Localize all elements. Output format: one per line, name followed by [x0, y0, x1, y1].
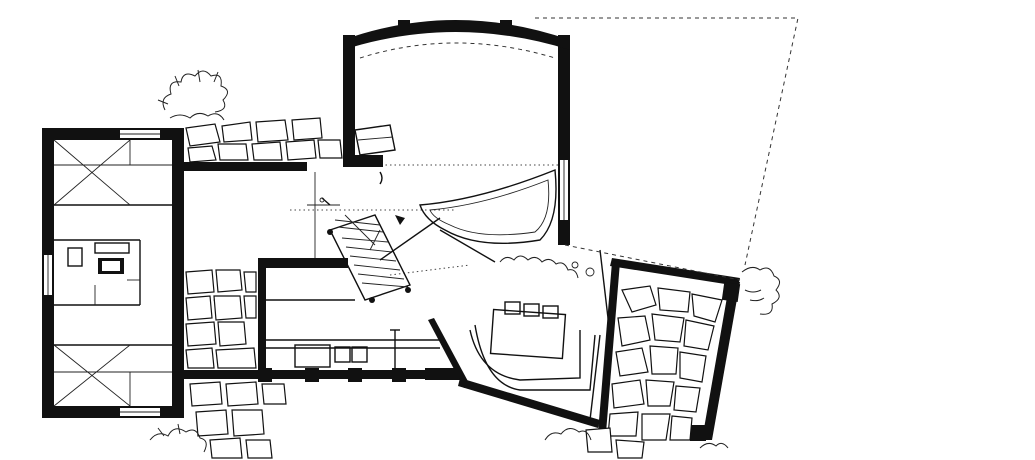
site-boundary	[200, 17, 799, 301]
entry-marker	[319, 171, 383, 203]
foliage-top-left	[157, 69, 228, 121]
stone-wall-top	[185, 117, 343, 163]
planting-strip	[499, 255, 595, 279]
foliage-right	[741, 266, 780, 315]
diagonal-wing	[428, 249, 611, 428]
stone-path-bottom	[189, 381, 645, 459]
stone-wall-middle	[185, 269, 257, 369]
foliage-bottom-right	[544, 428, 729, 449]
stone-terrace	[564, 244, 741, 445]
curved-basin	[419, 169, 557, 263]
foliage-bottom-left	[149, 423, 207, 453]
central-walls	[182, 162, 460, 382]
tower-room	[343, 20, 570, 245]
staircase	[321, 197, 441, 303]
left-wing	[42, 128, 184, 418]
